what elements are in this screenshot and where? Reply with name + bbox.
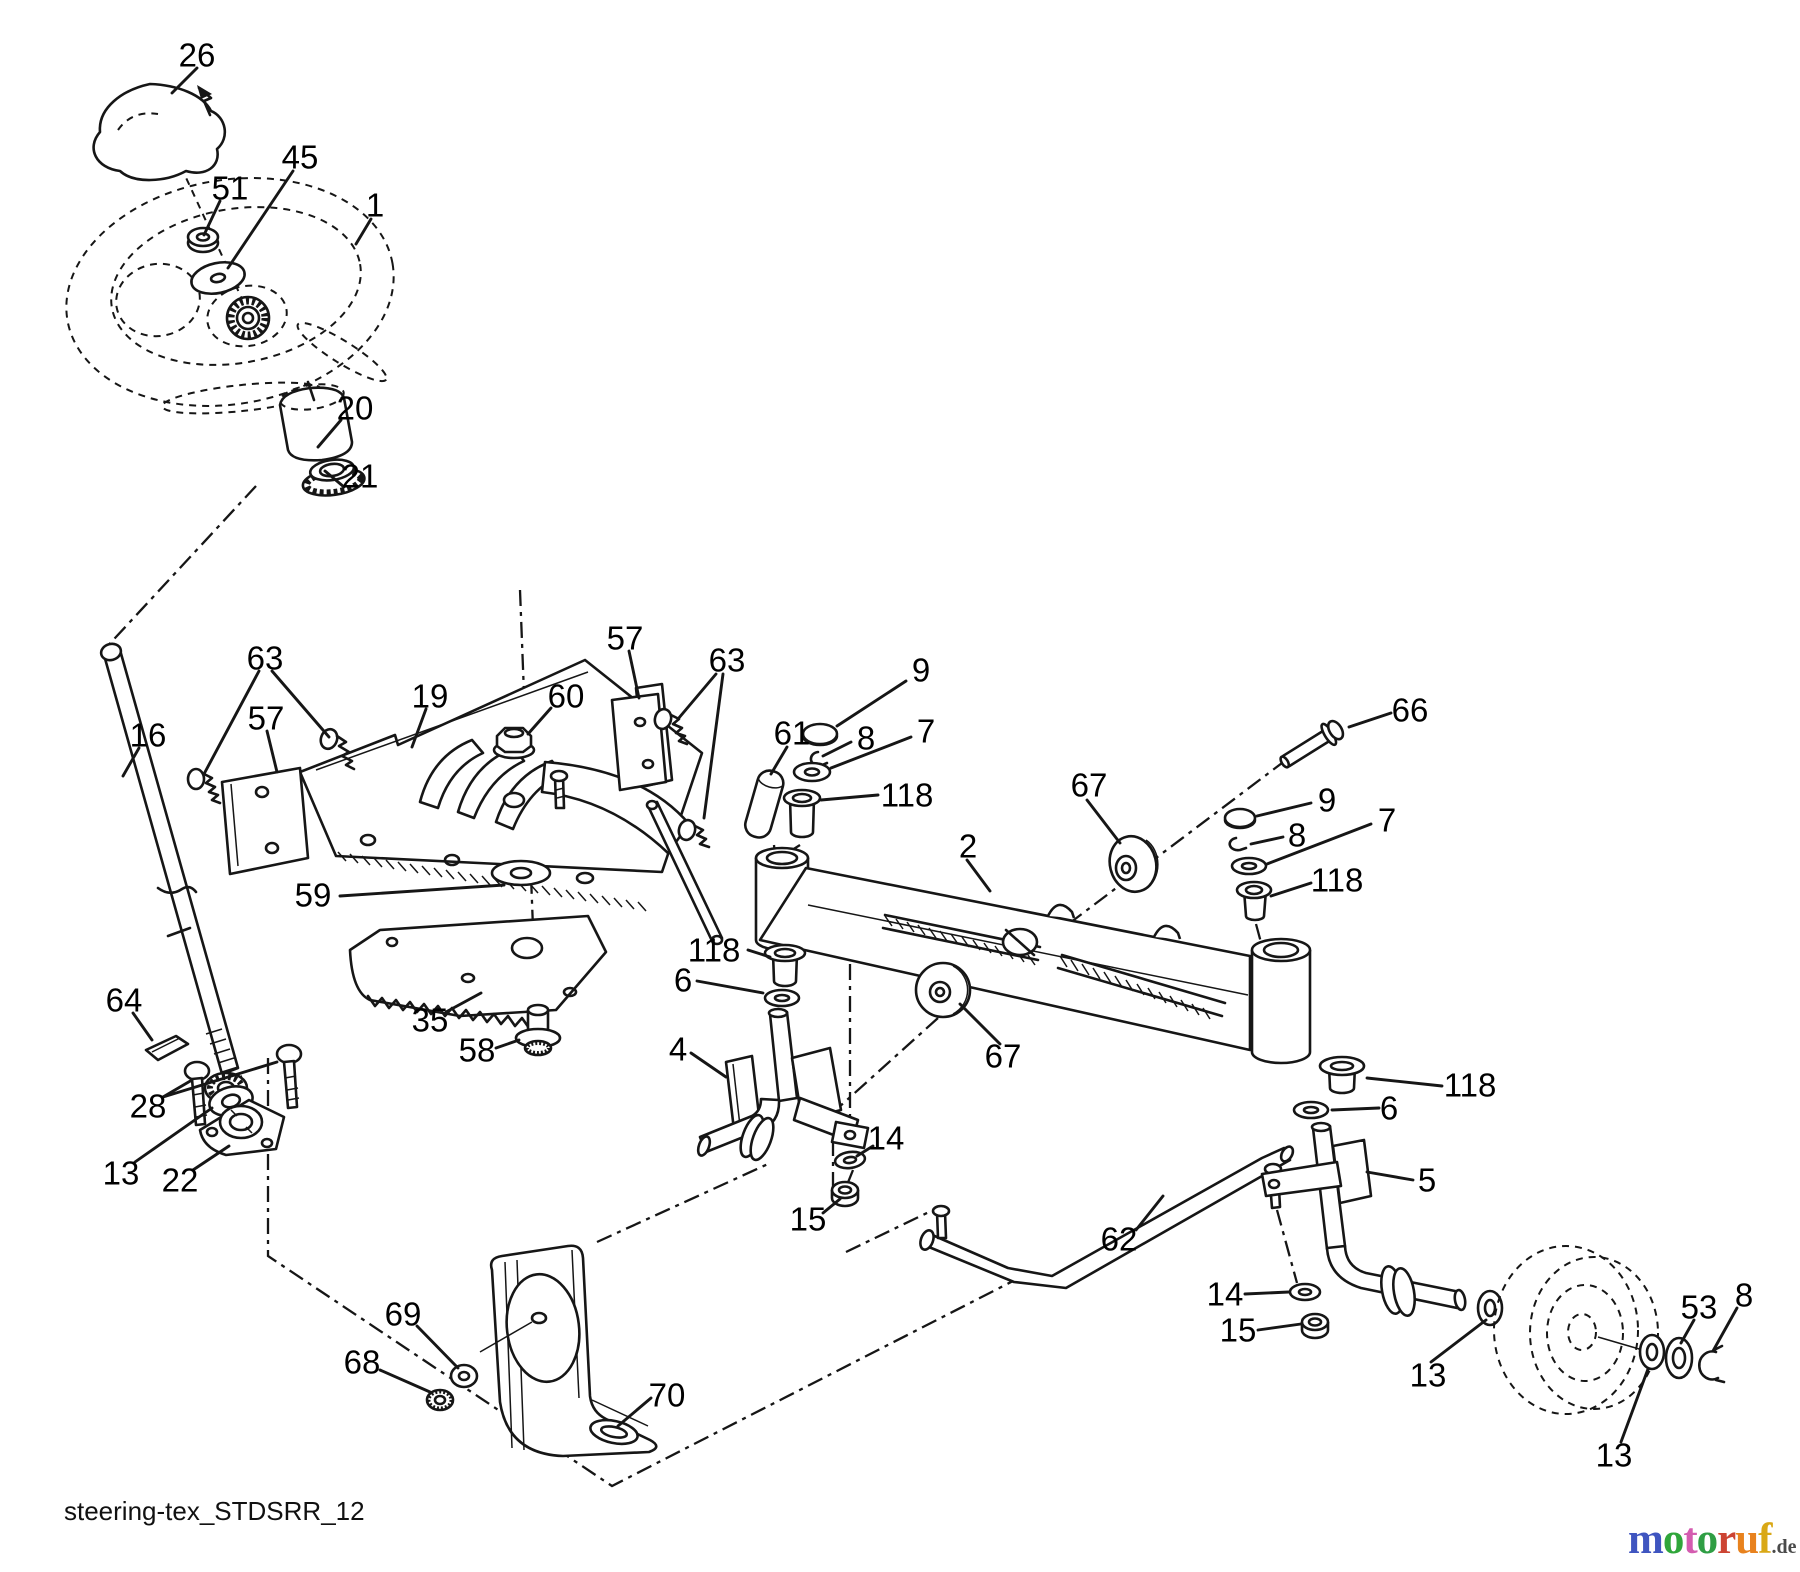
part-label-4: 4 [668, 1030, 688, 1068]
part-label-21: 21 [341, 457, 379, 495]
part-label-9-left: 9 [911, 651, 931, 689]
front-wheel [1493, 1245, 1659, 1415]
motoruf-letter-2: t [1683, 1516, 1697, 1563]
part-label-7-left: 7 [916, 712, 936, 750]
part-label-13-spindle: 13 [1409, 1356, 1447, 1394]
steering-boot [278, 380, 354, 462]
motoruf-letter-1: o [1662, 1516, 1684, 1563]
spacer-61 [743, 769, 785, 839]
part-label-57-left: 57 [247, 699, 285, 737]
motoruf-watermark: motoruf.de [1628, 1518, 1797, 1561]
part-label-45: 45 [281, 138, 319, 176]
wheel-adapter [301, 458, 366, 497]
part-label-118-right-upper: 118 [1310, 861, 1364, 899]
motoruf-letter-0: m [1628, 1516, 1664, 1563]
part-label-28: 28 [129, 1087, 167, 1125]
part-label-59: 59 [294, 876, 332, 914]
part-label-15-left: 15 [789, 1200, 827, 1238]
friction-disc-left [914, 961, 972, 1019]
part-label-16: 16 [129, 716, 167, 754]
part-label-1: 1 [365, 186, 385, 224]
part-label-19: 19 [411, 677, 449, 715]
plate-bracket-left [220, 766, 310, 876]
part-label-68: 68 [343, 1343, 381, 1381]
plate-washer [490, 859, 552, 887]
part-label-35: 35 [411, 1001, 449, 1039]
part-label-20: 20 [336, 389, 374, 427]
spindle-right [1260, 1055, 1504, 1340]
part-label-8-right: 8 [1287, 816, 1307, 854]
spindle-left [696, 943, 870, 1208]
part-label-8-left: 8 [856, 719, 876, 757]
motoruf-letter-3: o [1696, 1516, 1718, 1563]
part-label-60: 60 [547, 677, 585, 715]
motoruf-letter-5: u [1735, 1516, 1759, 1563]
steering-support-bracket [425, 1244, 658, 1458]
part-label-118-right-mid: 118 [1443, 1066, 1497, 1104]
flange-bearing [198, 1098, 286, 1157]
spindle-stack-right [1223, 807, 1273, 922]
steering-shaft [99, 642, 249, 1105]
plate-bracket-right [610, 682, 674, 792]
steering-wheel-cap [92, 82, 227, 182]
part-label-6-left: 6 [673, 961, 693, 999]
axle-bolt [1279, 719, 1345, 769]
part-label-53: 53 [1680, 1288, 1718, 1326]
wheel-washer [190, 260, 246, 296]
part-label-26: 26 [178, 36, 216, 74]
part-label-118-left-upper: 118 [880, 776, 934, 814]
drawing-code: steering-tex_STDSRR_12 [64, 1496, 365, 1526]
link-rod [645, 799, 724, 946]
sector-gear [348, 914, 608, 1032]
motoruf-letter-4: r [1717, 1516, 1736, 1563]
leader-lines [121, 66, 1739, 1444]
part-label-69: 69 [384, 1295, 422, 1333]
part-label-70: 70 [648, 1376, 686, 1414]
part-label-8-wheel: 8 [1734, 1276, 1754, 1314]
part-label-7-right: 7 [1377, 801, 1397, 839]
part-label-13-left: 13 [102, 1154, 140, 1192]
part-label-2: 2 [958, 827, 978, 865]
wheel-hardware [1638, 1333, 1726, 1384]
part-label-118-left-mid: 118 [687, 931, 741, 969]
part-label-5: 5 [1417, 1161, 1437, 1199]
part-label-13-wheel: 13 [1595, 1436, 1633, 1474]
part-label-61: 61 [773, 714, 811, 752]
part-label-63-right: 63 [708, 641, 746, 679]
part-label-67-upper: 67 [1070, 766, 1108, 804]
part-label-57-right: 57 [606, 619, 644, 657]
part-label-9-right: 9 [1317, 781, 1337, 819]
spindle-stack-left [782, 722, 839, 839]
wheel-nut [186, 226, 220, 254]
part-label-64: 64 [105, 981, 143, 1019]
part-label-66: 66 [1391, 691, 1429, 729]
part-label-62: 62 [1100, 1220, 1138, 1258]
part-label-58: 58 [458, 1031, 496, 1069]
stud-bolt [549, 769, 569, 810]
shaft-key [144, 1034, 190, 1062]
flange-nut [492, 726, 536, 760]
part-label-22: 22 [161, 1161, 199, 1199]
motoruf-letter-6: f [1758, 1516, 1772, 1563]
part-label-15-right: 15 [1219, 1311, 1257, 1349]
part-label-6-right: 6 [1379, 1089, 1399, 1127]
part-label-14-left: 14 [867, 1119, 905, 1157]
part-label-63-left: 63 [246, 639, 284, 677]
drag-link [919, 1145, 1295, 1290]
motoruf-logo-suffix: .de [1771, 1536, 1797, 1558]
shoulder-bolt [514, 1003, 562, 1057]
mount-bolts [183, 1043, 303, 1127]
part-label-51: 51 [211, 169, 249, 207]
friction-disc-right [1108, 834, 1159, 894]
part-label-14-right: 14 [1206, 1275, 1244, 1313]
part-label-67-lower: 67 [984, 1037, 1022, 1075]
steering-plate [298, 658, 704, 912]
axle-assembly [754, 846, 1312, 1065]
motoruf-logo-letters: motoruf [1628, 1516, 1773, 1563]
